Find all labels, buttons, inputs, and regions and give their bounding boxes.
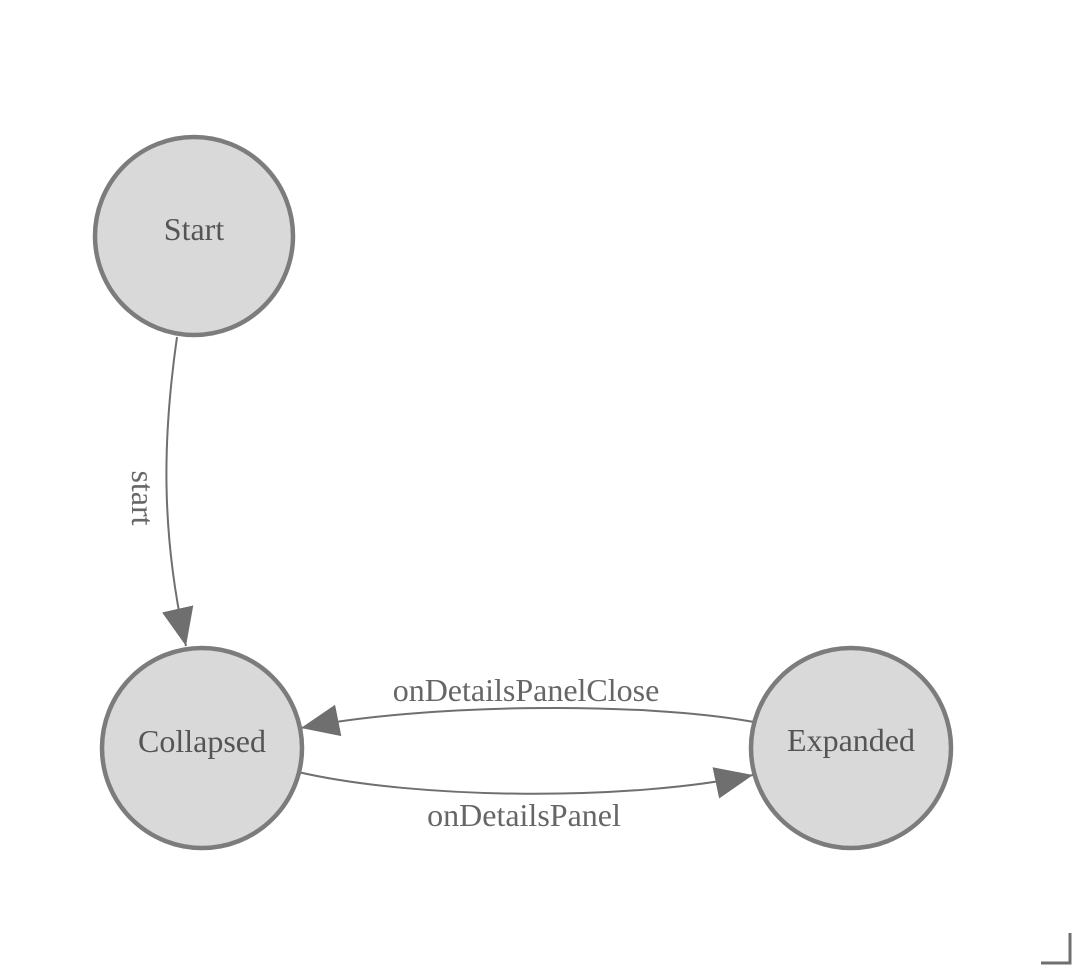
edge-on-details-panel-close-label: onDetailsPanelClose bbox=[393, 672, 660, 708]
edge-start[interactable] bbox=[162, 336, 194, 647]
edge-on-details-panel-label: onDetailsPanel bbox=[427, 797, 621, 833]
canvas-corner-mark bbox=[1041, 933, 1072, 965]
state-node-collapsed[interactable] bbox=[99, 645, 305, 851]
state-node-collapsed-label: Collapsed bbox=[138, 723, 266, 759]
edge-on-details-panel-close[interactable] bbox=[300, 704, 755, 737]
state-node-start[interactable] bbox=[92, 134, 296, 338]
state-node-expanded[interactable] bbox=[748, 645, 954, 851]
state-node-expanded-label: Expanded bbox=[787, 722, 915, 758]
edge-start-label: start bbox=[125, 470, 161, 525]
state-node-start-label: Start bbox=[164, 211, 225, 247]
edge-on-details-panel[interactable] bbox=[297, 767, 754, 799]
